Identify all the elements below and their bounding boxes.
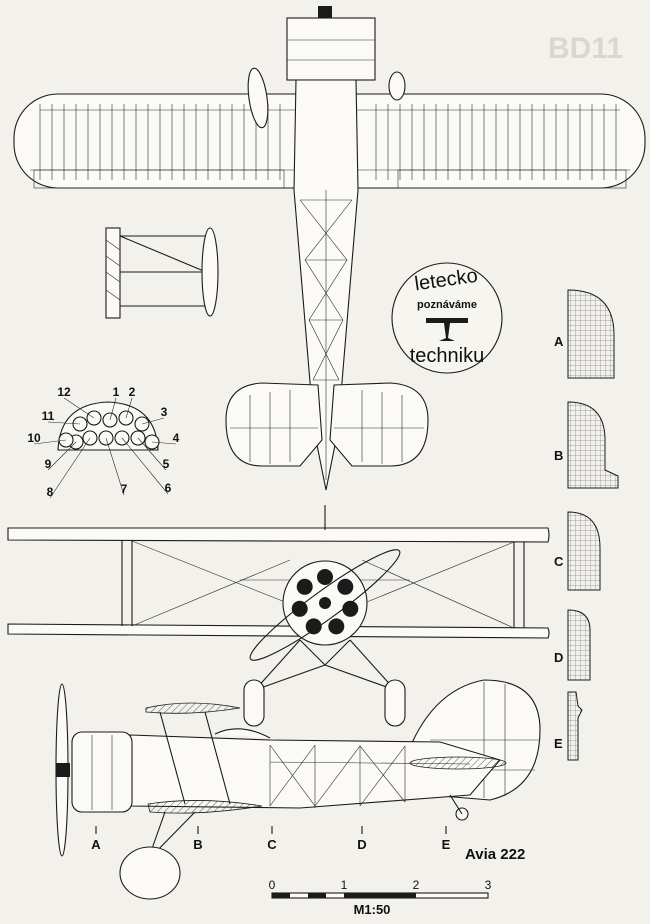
scale-label: M1:50 <box>354 902 391 917</box>
side-view-lower-wing <box>147 800 263 814</box>
top-view-propeller <box>247 67 269 129</box>
side-view <box>55 679 541 900</box>
station-label-d: D <box>357 837 366 852</box>
section-label-a: A <box>554 334 564 349</box>
scale-tick-3: 3 <box>485 878 492 892</box>
instrument-number-12: 12 <box>57 385 71 399</box>
section-profile-b <box>567 401 619 489</box>
corner-mark: BD11 <box>548 32 623 65</box>
instrument-number-3: 3 <box>161 405 168 419</box>
station-label-e: E <box>442 837 451 852</box>
side-view-engine-cowl <box>71 731 133 813</box>
scale-bar: 0 1 2 3 M1:50 <box>269 878 492 917</box>
side-view-upper-wing <box>145 702 241 714</box>
station-label-c: C <box>267 837 277 852</box>
station-label-b: B <box>193 837 202 852</box>
front-view-right-wheel-fairing <box>384 679 406 727</box>
scale-tick-1: 1 <box>341 878 348 892</box>
front-view-left-wheel-fairing <box>243 679 265 727</box>
instrument-number-9: 9 <box>45 457 52 471</box>
instrument-number-4: 4 <box>173 431 180 445</box>
front-view-propeller <box>249 549 401 661</box>
instrument-number-7: 7 <box>121 482 128 496</box>
section-profile-d <box>567 609 591 681</box>
top-view <box>13 6 646 491</box>
instrument-number-8: 8 <box>47 485 54 499</box>
section-label-e: E <box>554 736 563 751</box>
top-view-engine-cowl <box>286 17 376 81</box>
aircraft-name: Avia 222 <box>465 846 525 863</box>
side-view-wheel-fairing <box>119 846 181 900</box>
instrument-number-2: 2 <box>129 385 136 399</box>
stamp-middle-text: poznáváme <box>417 299 477 311</box>
section-profile-c <box>567 511 601 591</box>
front-view-lower-wing <box>7 623 550 639</box>
strut-detail <box>105 227 219 319</box>
front-view-upper-wing <box>7 527 550 543</box>
top-view-horizontal-tail <box>225 382 323 467</box>
stamp-airplane-icon <box>426 318 468 341</box>
section-label-b: B <box>554 448 563 463</box>
section-label-c: C <box>554 554 564 569</box>
fuselage-cross-sections: A B C D E <box>554 289 619 761</box>
section-label-d: D <box>554 650 563 665</box>
instrument-number-10: 10 <box>27 431 41 445</box>
station-label-a: A <box>91 837 101 852</box>
section-profile-a <box>567 289 615 379</box>
scale-tick-0: 0 <box>269 878 276 892</box>
front-view <box>7 505 550 727</box>
instrument-number-11: 11 <box>42 409 55 423</box>
instrument-number-1: 1 <box>113 385 120 399</box>
stamp-bottom-text: techniku <box>410 345 485 367</box>
scale-tick-2: 2 <box>413 878 420 892</box>
section-profile-e <box>567 691 583 761</box>
station-markers: A B C D E <box>91 826 451 852</box>
instrument-number-5: 5 <box>163 457 170 471</box>
instrument-number-6: 6 <box>165 481 172 495</box>
stamp-leteckou-poznavame-techniku: letecko poznáváme techniku <box>391 262 503 374</box>
